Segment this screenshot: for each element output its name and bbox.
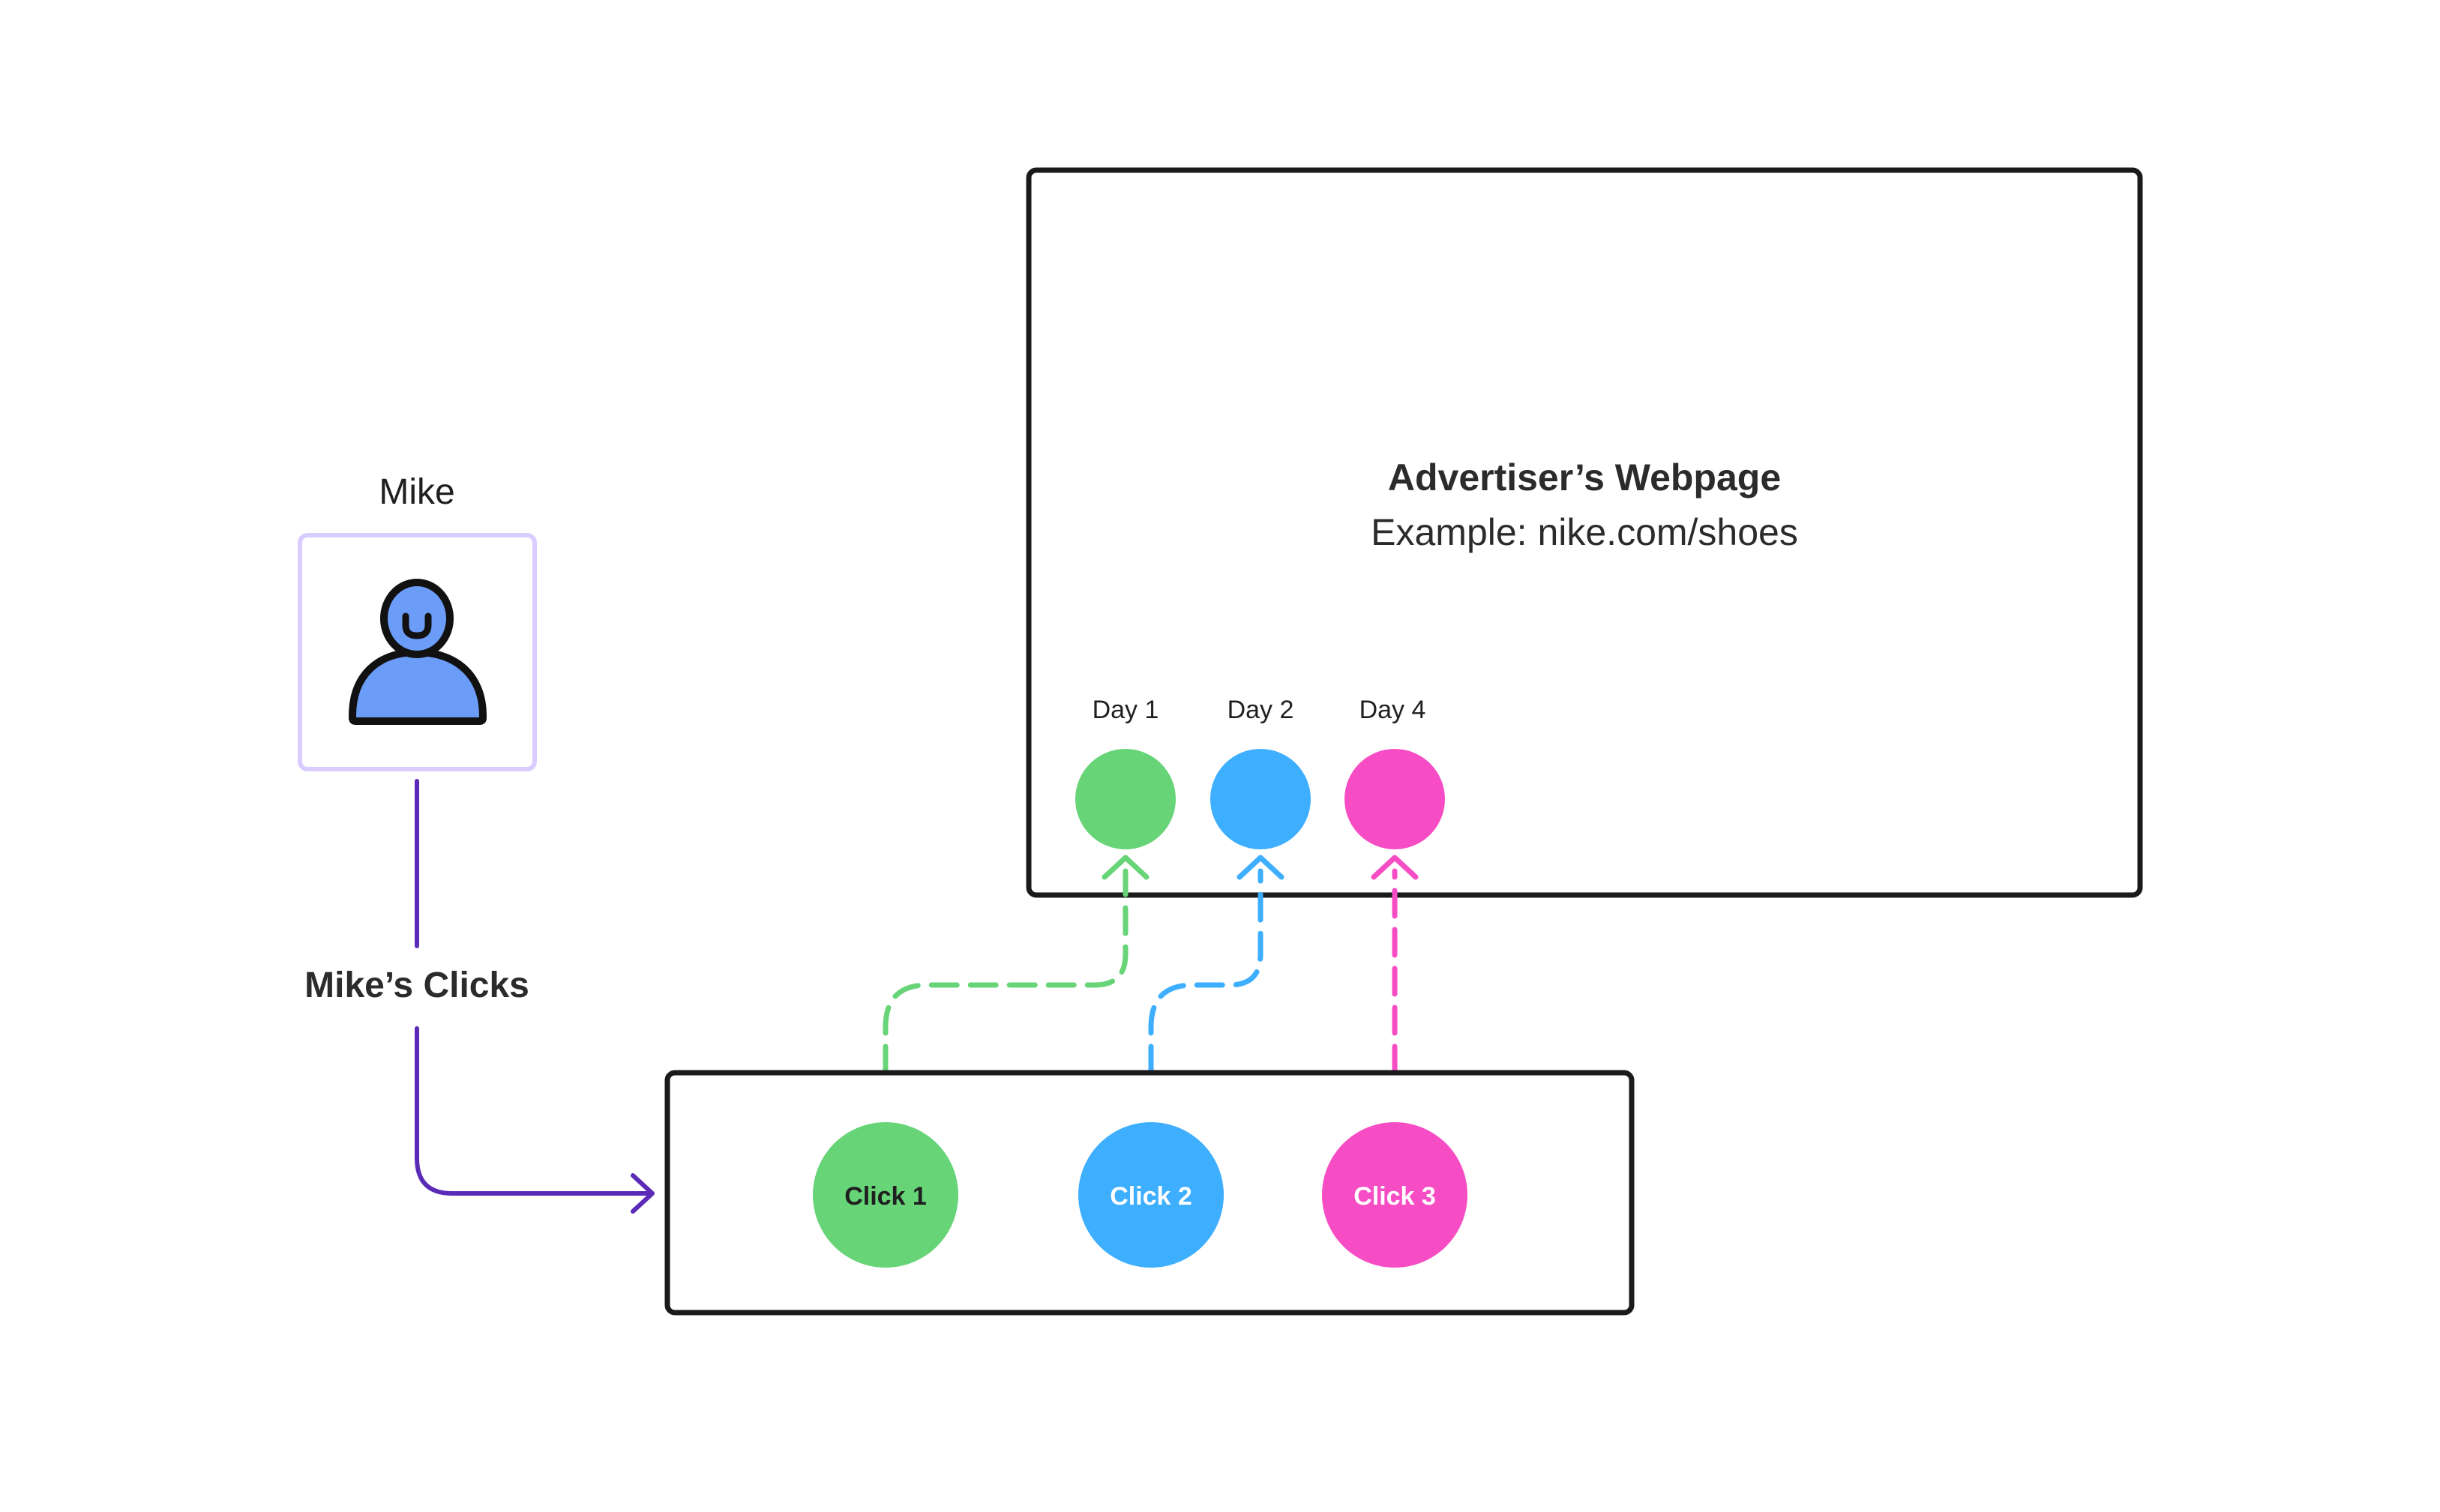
connector-label: Mike’s Clicks (304, 966, 529, 1005)
advertiser-webpage[interactable]: Advertiser’s Webpage Example: nike.com/s… (1026, 167, 2143, 898)
click-label: Click 1 (844, 1182, 927, 1211)
attribution-path-click-2 (1148, 868, 1263, 1114)
click-node-2[interactable] (1078, 1122, 1224, 1268)
click-node-3[interactable] (1322, 1122, 1467, 1268)
arrowhead (1371, 855, 1419, 880)
webpage-example: Example: nike.com/shoes (1371, 511, 1798, 553)
click-label: Click 3 (1353, 1182, 1436, 1211)
click-node-1[interactable] (813, 1122, 958, 1268)
arrowhead (1236, 855, 1284, 880)
arrowhead (1102, 855, 1150, 880)
visit-dot-day-1[interactable] (1075, 749, 1176, 849)
clicks-connector: Mike’s Clicks (304, 779, 655, 1214)
user-node[interactable]: Mike (298, 472, 537, 771)
attribution-path-click-1 (883, 868, 1129, 1114)
visit-day-label: Day 1 (1093, 696, 1159, 724)
attribution-paths (883, 855, 1419, 1114)
clicks-container[interactable]: Click 1 Click 2 Click 3 (664, 1070, 1635, 1316)
person-icon (349, 579, 487, 725)
click-label: Click 2 (1110, 1182, 1192, 1211)
webpage-frame (1026, 167, 2143, 898)
webpage-title: Advertiser’s Webpage (1388, 457, 1781, 499)
user-name: Mike (379, 472, 454, 512)
visit-day-label: Day 4 (1359, 696, 1426, 724)
visit-dot-day-2[interactable] (1210, 749, 1311, 849)
visit-day-label: Day 2 (1227, 696, 1294, 724)
visit-dot-day-4[interactable] (1344, 749, 1445, 849)
